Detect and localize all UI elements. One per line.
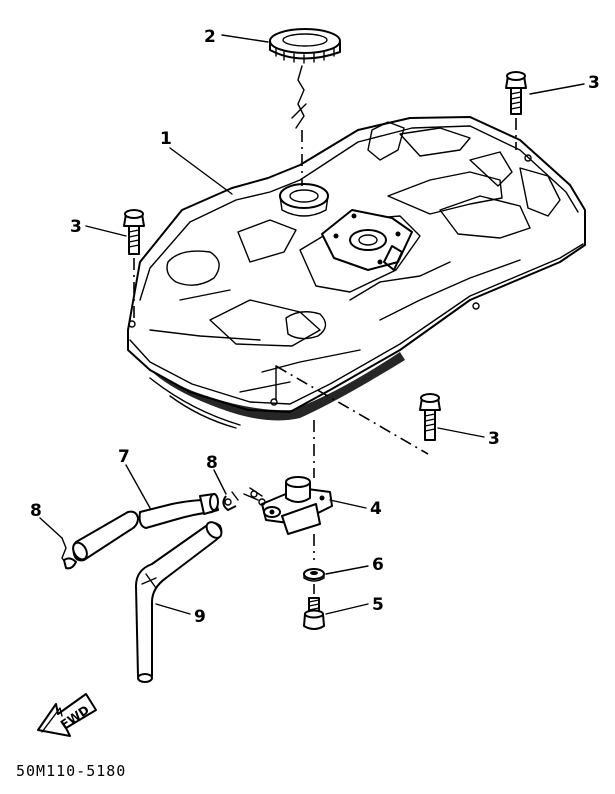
hose-clip-lower [61,537,77,570]
callout-6: 6 [372,555,384,575]
forward-direction-arrow: FWD [37,693,97,737]
bolt-left [123,209,145,318]
callout-2: 2 [204,27,216,47]
breather-hose [135,521,223,683]
fuel-filler-cap [269,28,341,129]
fuel-cock [243,476,333,535]
callout-5: 5 [372,595,384,615]
callout-9: 9 [194,607,206,627]
bolt-top-right [505,71,527,150]
callout-3-lower-right: 3 [488,429,500,449]
callout-1: 1 [160,129,172,149]
callout-7: 7 [118,447,130,467]
callout-8-upper: 8 [206,453,218,473]
bolt-lower-right [419,393,441,441]
bolt-alignment-line [275,365,429,455]
callout-3-top-right: 3 [588,73,600,93]
fuel-tank [127,116,586,429]
callout-8-lower: 8 [30,501,42,521]
fuel-hose [72,493,219,562]
callout-4: 4 [370,499,382,519]
hose-clip-upper [222,491,239,511]
leader-lines [39,34,585,615]
screw [303,597,325,630]
washer [303,568,325,582]
drawing-code: 50M110-5180 [16,762,126,780]
callout-3-left: 3 [70,217,82,237]
